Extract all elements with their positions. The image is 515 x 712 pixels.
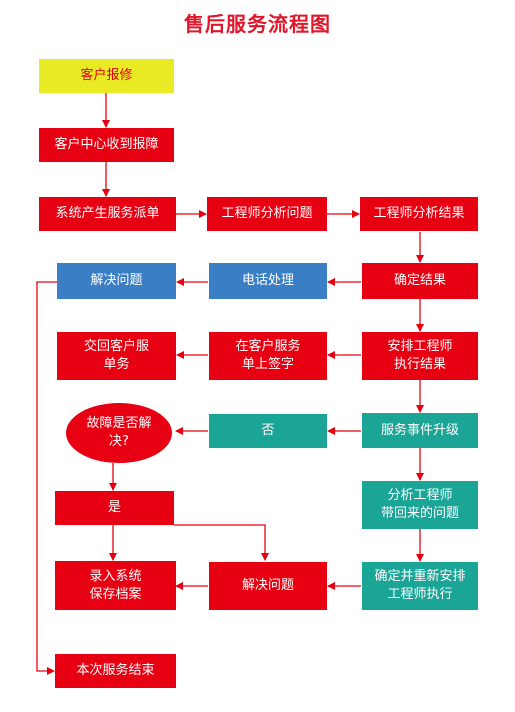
node-end-service: 本次服务结束 (55, 654, 176, 688)
node-repair-request: 客户报修 (39, 59, 174, 93)
decision-label: 故障是否解 决? (86, 416, 152, 449)
node-engineer-analyze: 工程师分析问题 (207, 197, 327, 231)
node-arrange-engineer: 安排工程师 执行结果 (362, 332, 478, 380)
node-no: 否 (209, 414, 327, 448)
node-service-center: 客户中心收到报障 (39, 128, 174, 162)
page-title: 售后服务流程图 (184, 12, 331, 36)
node-dispatch: 系统产生服务派单 (39, 197, 176, 231)
node-confirm-result: 确定结果 (362, 263, 478, 299)
node-rearrange: 确定并重新安排 工程师执行 (362, 562, 478, 610)
node-analyze-return: 分析工程师 带回来的问题 (362, 481, 478, 529)
edge-yes-to-solve2 (174, 524, 269, 561)
node-solve-problem-1: 解决问题 (57, 263, 176, 299)
node-return-form: 交回客户服 单务 (57, 332, 176, 380)
node-sign-form: 在客户服务 单上签字 (209, 332, 327, 380)
node-escalate: 服务事件升级 (362, 413, 478, 448)
decision-ellipse (66, 403, 172, 463)
edge-solve1-to-end (36, 281, 57, 675)
node-fault-resolved: 故障是否解 决? (64, 402, 174, 464)
node-phone-handling: 电话处理 (209, 263, 327, 299)
node-solve-problem-2: 解决问题 (209, 562, 327, 610)
node-yes: 是 (55, 491, 174, 525)
node-analysis-result: 工程师分析结果 (360, 197, 478, 231)
node-record-system: 录入系统 保存档案 (55, 561, 176, 610)
